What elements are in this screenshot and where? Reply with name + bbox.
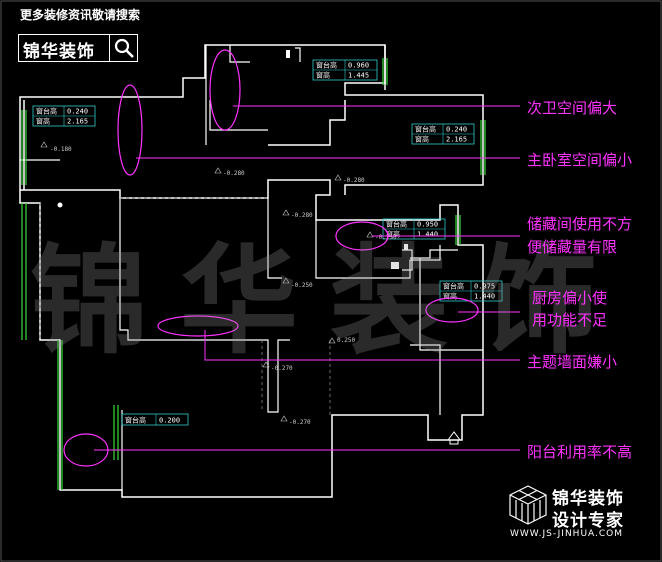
level-mark: -0.270 xyxy=(262,361,293,372)
brand-slogan: 设计专家 xyxy=(552,511,624,531)
level-marks: -0.180 -0.280 -0.280 -0.280 -0.250 -0.25… xyxy=(40,141,397,426)
fixture-mark xyxy=(391,262,399,269)
fixture-mark xyxy=(286,50,290,58)
note-secondary-bath: 次卫空间偏大 xyxy=(527,99,618,117)
sill-value: 0.960 xyxy=(348,62,369,70)
note-storage-line1: 储藏间使用不方 xyxy=(527,215,633,233)
sill-label: 窗台高 xyxy=(125,416,146,425)
level-mark: -0.280 xyxy=(214,167,245,177)
sill-tag-6: 窗台高 0.200 xyxy=(121,413,189,426)
logo-text: 锦华装饰 xyxy=(23,42,95,62)
exterior-walls xyxy=(19,44,484,498)
sill-label: 窗高 xyxy=(36,117,50,126)
fixture-mark xyxy=(404,244,408,250)
sill-tag-5: 窗台高 0.975 窗高 1.440 xyxy=(439,280,503,302)
sill-value: 0.975 xyxy=(474,283,495,291)
note-balcony: 阳台利用率不高 xyxy=(527,443,633,461)
sill-label: 窗台高 xyxy=(415,125,436,134)
svg-text:-0.280: -0.280 xyxy=(223,170,245,177)
svg-text:-0.280: -0.280 xyxy=(291,212,313,219)
north-arrow-icon xyxy=(447,431,461,445)
problem-ellipse-kitchen xyxy=(425,297,479,323)
sill-value: 0.950 xyxy=(417,221,438,229)
svg-text:-0.280: -0.280 xyxy=(343,177,365,184)
sill-tag-3: 窗台高 0.240 窗高 2.165 xyxy=(411,123,475,145)
note-kitchen-line1: 厨房偏小使 xyxy=(532,289,608,307)
sill-value: 0.200 xyxy=(159,417,180,425)
sill-tags: 窗台高 0.960 窗高 1.445 窗台高 0.240 窗高 2.165 窗台… xyxy=(32,59,503,426)
svg-text:-0.250: -0.250 xyxy=(375,234,397,241)
sill-value: 1.440 xyxy=(417,231,438,239)
logo-search-box[interactable]: 锦华装饰 xyxy=(18,34,138,62)
sill-tag-4: 窗台高 0.950 窗高 1.440 xyxy=(382,218,446,240)
brand-url[interactable]: WWW.JS-JINHUA.COM xyxy=(510,529,624,539)
watermark: 锦华装饰 xyxy=(30,231,631,370)
problem-ellipse-feature-wall xyxy=(157,315,239,337)
fixtures xyxy=(57,50,461,445)
problem-ellipse-master-bedroom xyxy=(117,84,143,176)
sill-label: 窗台高 xyxy=(316,61,337,70)
level-mark: -0.280 xyxy=(282,209,313,219)
svg-text:-0.270: -0.270 xyxy=(289,419,311,426)
construction-lines xyxy=(39,197,331,415)
note-master-bedroom: 主卧室空间偏小 xyxy=(527,151,633,169)
search-icon[interactable] xyxy=(109,35,138,61)
sill-value: 2.165 xyxy=(67,118,88,126)
sill-value: 0.240 xyxy=(446,126,467,134)
brand-name: 锦华装饰 xyxy=(552,489,624,509)
sill-label: 窗高 xyxy=(415,135,429,144)
sill-label: 窗高 xyxy=(316,71,330,80)
level-mark: -0.280 xyxy=(334,174,365,184)
svg-text:0.250: 0.250 xyxy=(337,337,355,344)
top-caption: 更多装修资讯敬请搜索 xyxy=(20,8,141,22)
sill-tag-1: 窗台高 0.960 窗高 1.445 xyxy=(312,59,378,81)
leader-lines xyxy=(94,105,520,451)
note-feature-wall: 主题墙面嫌小 xyxy=(527,353,618,371)
sill-value: 2.165 xyxy=(446,136,467,144)
sill-value: 1.440 xyxy=(474,293,495,301)
sill-tag-2: 窗台高 0.240 窗高 2.165 xyxy=(32,105,96,127)
sill-value: 1.445 xyxy=(348,72,369,80)
svg-text:-0.180: -0.180 xyxy=(50,146,72,153)
svg-text:-0.270: -0.270 xyxy=(271,365,293,372)
windows xyxy=(21,58,486,490)
sill-label: 窗台高 xyxy=(443,282,464,291)
note-storage-line2: 便储藏量有限 xyxy=(527,238,618,256)
level-mark: -0.250 xyxy=(366,231,397,241)
brand-cube-icon xyxy=(509,485,547,525)
fixture-mark xyxy=(57,202,63,208)
level-mark: -0.180 xyxy=(40,141,72,153)
note-kitchen-line2: 用功能不足 xyxy=(532,311,608,329)
level-mark: 0.250 xyxy=(328,337,355,344)
sill-label: 窗高 xyxy=(443,292,457,301)
level-mark: -0.250 xyxy=(282,277,313,289)
svg-text:-0.250: -0.250 xyxy=(291,282,313,289)
level-mark: -0.270 xyxy=(280,415,311,426)
sill-label: 窗台高 xyxy=(36,107,57,116)
sill-label: 窗台高 xyxy=(386,220,407,229)
sill-value: 0.240 xyxy=(67,108,88,116)
sill-label: 窗高 xyxy=(386,230,400,239)
problem-ellipse-secondary-bath xyxy=(209,49,241,131)
